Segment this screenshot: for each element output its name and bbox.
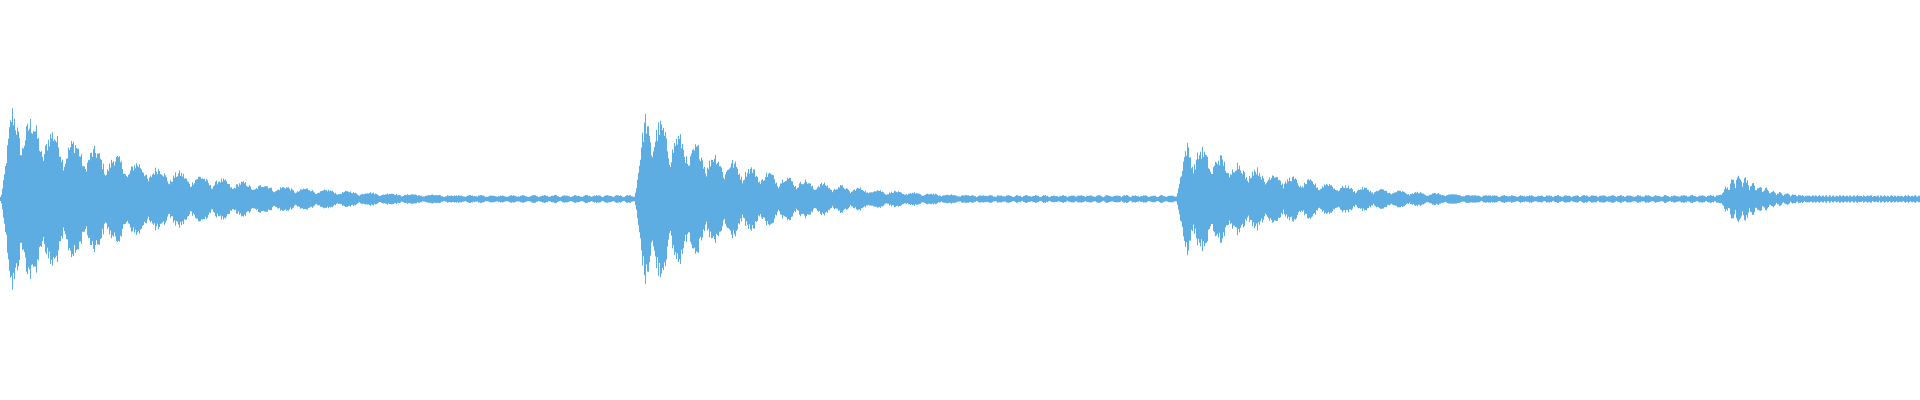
waveform-path <box>0 108 1920 290</box>
waveform-amplitude-bars <box>0 108 1920 290</box>
